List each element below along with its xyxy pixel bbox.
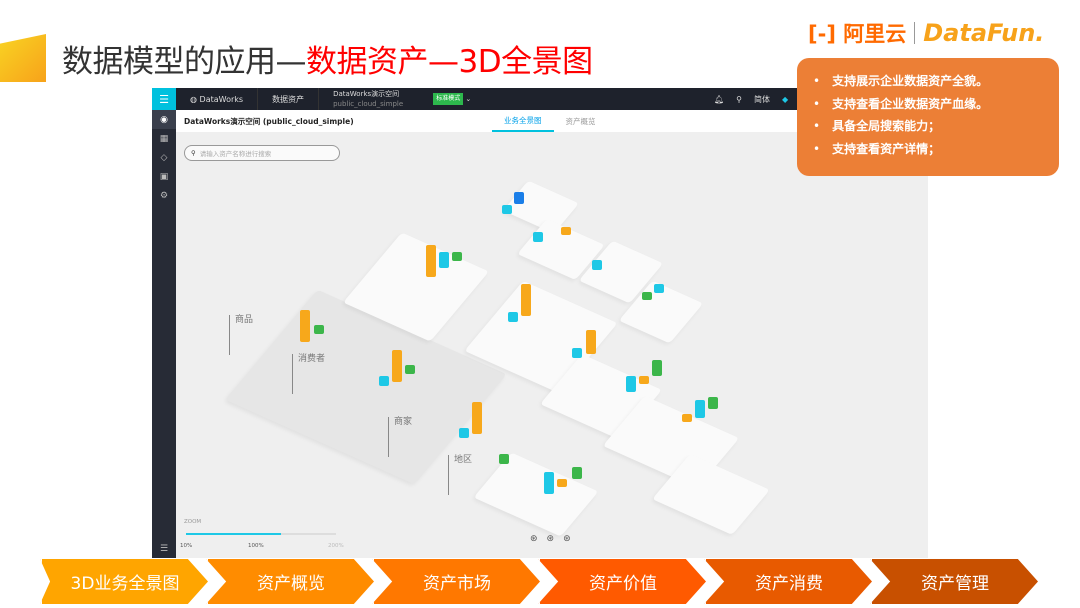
search-icon: ⚲: [191, 149, 196, 157]
sidebar: ◉ ▦ ◇ ▣ ⚙ ☰: [152, 110, 176, 558]
step-asset-overview: 资产概览: [206, 559, 374, 604]
callout-item: 支持查看资产详情；: [813, 138, 1059, 161]
title-decoration: [0, 34, 46, 82]
sub-header: DataWorks演示空间 (public_cloud_simple) 业务全景…: [176, 110, 928, 132]
mode-badge: 标准模式: [433, 93, 464, 105]
zoom-tick: 10%: [180, 543, 193, 549]
rotate-icon[interactable]: ⊛: [546, 534, 555, 544]
grid-icon[interactable]: ▦: [159, 133, 169, 144]
scene-label-consumer[interactable]: 消费者: [292, 354, 325, 394]
tab-asset-overview[interactable]: 资产概览: [565, 116, 596, 126]
book-icon[interactable]: ▣: [159, 171, 169, 182]
brand[interactable]: ◍ DataWorks: [176, 88, 259, 110]
globe-icon[interactable]: ◉: [152, 110, 176, 129]
view-control-icon[interactable]: ⊛: [530, 534, 538, 544]
asset-search-input[interactable]: ⚲请输入资产名称进行搜索: [184, 145, 340, 161]
scene-label-merchant[interactable]: 商家: [388, 417, 412, 457]
collapse-menu-icon[interactable]: ☰: [159, 543, 169, 554]
step-asset-management: 资产管理: [870, 559, 1038, 604]
scene-label-product[interactable]: 商品: [229, 315, 253, 355]
slide-title: 数据模型的应用—数据资产—3D全景图: [62, 44, 593, 80]
datafun-logo: DataFun.: [923, 19, 1045, 47]
reset-view-icon[interactable]: ⊛: [563, 534, 571, 544]
feature-callout: 支持展示企业数据资产全貌。 支持查看企业数据资产血缘。 具备全局搜索能力； 支持…: [797, 58, 1059, 176]
module-data-assets[interactable]: 数据资产: [258, 88, 320, 110]
zoom-label: ZOOM: [184, 519, 202, 525]
bell-icon[interactable]: 🔔︎: [714, 94, 725, 104]
workspace-title: DataWorks演示空间 (public_cloud_simple): [184, 116, 354, 126]
step-asset-market: 资产市场: [372, 559, 540, 604]
zoom-tick: 100%: [248, 543, 264, 549]
settings-icon[interactable]: ⚙: [159, 190, 169, 201]
callout-item: 支持查看企业数据资产血缘。: [813, 93, 1059, 116]
logos: [-] 阿里云 DataFun.: [808, 18, 1044, 48]
step-asset-value: 资产价值: [538, 559, 706, 604]
step-asset-consumption: 资产消费: [704, 559, 872, 604]
chevron-down-icon[interactable]: ⌄: [463, 95, 472, 103]
aliyun-logo: [-] 阿里云: [808, 22, 907, 46]
zoom-tick: 200%: [328, 543, 344, 549]
callout-item: 具备全局搜索能力；: [813, 115, 1059, 138]
3d-panorama[interactable]: 商品 消费者 商家 地区: [176, 132, 928, 558]
tab-business-panorama[interactable]: 业务全景图: [492, 110, 554, 132]
search-key-icon[interactable]: ⚲: [736, 94, 743, 104]
menu-icon[interactable]: ☰: [152, 88, 176, 110]
language-switch[interactable]: 简体: [754, 94, 771, 104]
gem-icon[interactable]: ◇: [160, 152, 168, 163]
process-steps: 3D业务全景图 资产概览 资产市场 资产价值 资产消费 资产管理: [40, 559, 1038, 604]
step-3d-panorama: 3D业务全景图: [40, 559, 208, 604]
zoom-slider[interactable]: [186, 533, 336, 535]
callout-item: 支持展示企业数据资产全貌。: [813, 70, 1059, 93]
scene-label-region[interactable]: 地区: [448, 455, 472, 495]
diamond-icon[interactable]: ◆: [782, 94, 789, 104]
